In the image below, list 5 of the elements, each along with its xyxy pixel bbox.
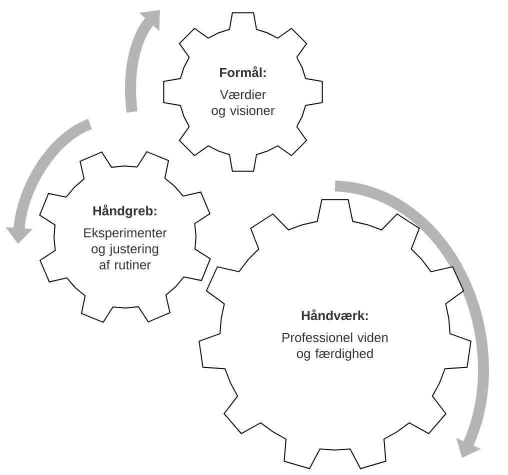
gear: Formål: Værdier og visioner (163, 12, 323, 172)
node-label: Professionel viden og færdighed (282, 332, 388, 361)
gear: Håndgreb: Eksperimenter og justering af rutiner (39, 151, 211, 323)
gear: Håndværk: Professionel viden og færdighed (198, 199, 472, 470)
node-label: Håndværk: (302, 309, 368, 320)
